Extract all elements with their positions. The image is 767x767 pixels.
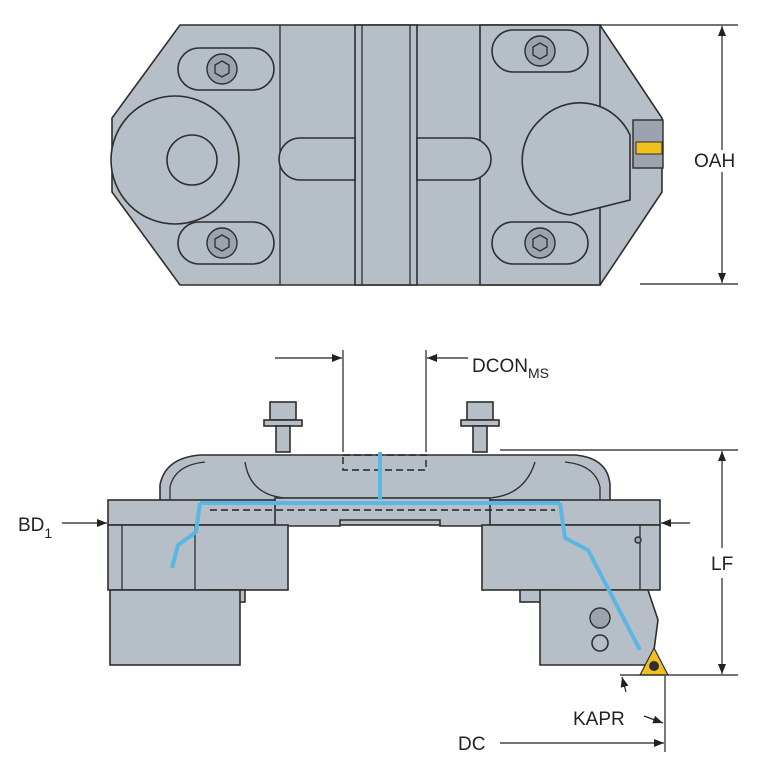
kapr-label: KAPR: [573, 709, 625, 730]
center-strip: [354, 24, 418, 286]
screw-bottom-right: [491, 221, 589, 265]
hex-socket-icon: [532, 234, 548, 252]
screw-bottom-left: [177, 221, 275, 265]
right-block: [481, 524, 661, 591]
stud-right: [460, 401, 500, 453]
hex-socket-icon: [214, 234, 230, 252]
bd1-label: BD1: [18, 515, 52, 541]
right-slot: [416, 137, 492, 181]
dcon-pocket: [342, 454, 427, 471]
left-cylinder: [109, 589, 241, 666]
left-boss-bore: [166, 134, 218, 186]
cutting-insert: [635, 141, 663, 155]
screw-top-left: [177, 47, 275, 91]
holder-screw: [589, 607, 611, 629]
screw-top-right: [491, 29, 589, 73]
left-slot: [278, 137, 356, 181]
hex-socket-icon: [214, 60, 230, 78]
dc-label: DC: [458, 734, 485, 755]
lf-label: LF: [711, 554, 733, 575]
stud-left: [263, 401, 303, 453]
holder-hole: [591, 634, 609, 652]
left-block: [107, 524, 289, 591]
clamp-body: [159, 454, 611, 506]
hex-socket-icon: [532, 42, 548, 60]
coolant-channel: [170, 452, 642, 651]
right-pocket: [521, 102, 631, 216]
dcon-label: DCONMS: [472, 356, 549, 381]
side-view: DCONMS BD1 LF KAPR DC: [18, 350, 738, 755]
top-view: OAH: [110, 24, 738, 286]
oah-label: OAH: [694, 151, 735, 172]
